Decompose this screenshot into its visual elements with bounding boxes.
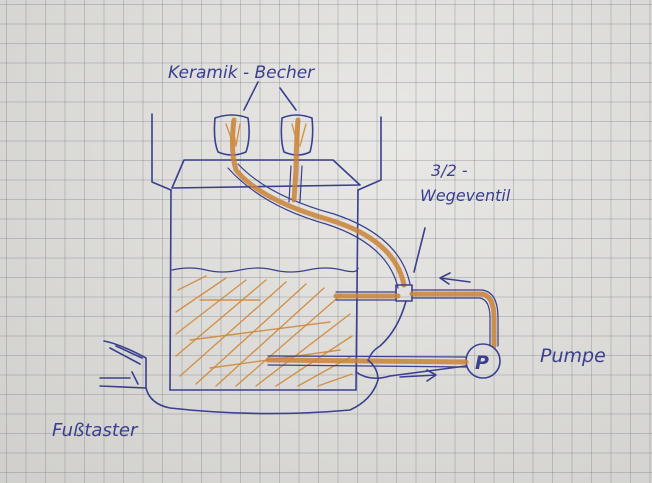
cup-right	[280, 114, 314, 156]
label-pump: Pumpe	[540, 345, 606, 367]
ceramic-cups	[213, 114, 314, 156]
valve-pointer	[413, 227, 426, 273]
supply-tubes	[225, 117, 411, 289]
cup-pointer-left	[243, 81, 259, 111]
housing-left-wall	[169, 189, 172, 391]
pedal-cable	[145, 359, 379, 415]
pump-symbol: P	[475, 352, 489, 374]
label-valve-line2: Wegeventil	[420, 186, 511, 205]
cup-tray	[171, 159, 361, 189]
pedal-body	[99, 340, 147, 389]
valve-drain-line	[367, 300, 407, 363]
liquid-tank	[171, 267, 359, 387]
pedal-switch	[99, 371, 139, 385]
liquid-hatching	[175, 275, 353, 387]
pedal-top	[109, 345, 143, 365]
housing-right-wall-top	[357, 116, 382, 191]
label-cups: Keramik - Becher	[168, 63, 315, 83]
return-line	[355, 365, 467, 380]
liquid-surface	[171, 267, 359, 273]
flow-arrow-in	[439, 272, 471, 285]
cup-left	[213, 114, 250, 156]
foot-pedal	[99, 340, 379, 415]
tube-valve-to-pump	[409, 291, 497, 349]
valve-circuit	[333, 227, 499, 363]
tube-pump-return	[265, 357, 469, 365]
pump-circuit	[265, 343, 501, 382]
label-valve-line1: 3/2 -	[431, 161, 468, 180]
tube-cup-left	[229, 117, 407, 288]
housing-left-wall-top	[151, 113, 172, 191]
label-pedal: Fußtaster	[52, 420, 139, 441]
housing	[151, 113, 382, 391]
cup-pointer-right	[279, 87, 297, 111]
flow-arrow-out	[399, 369, 437, 382]
